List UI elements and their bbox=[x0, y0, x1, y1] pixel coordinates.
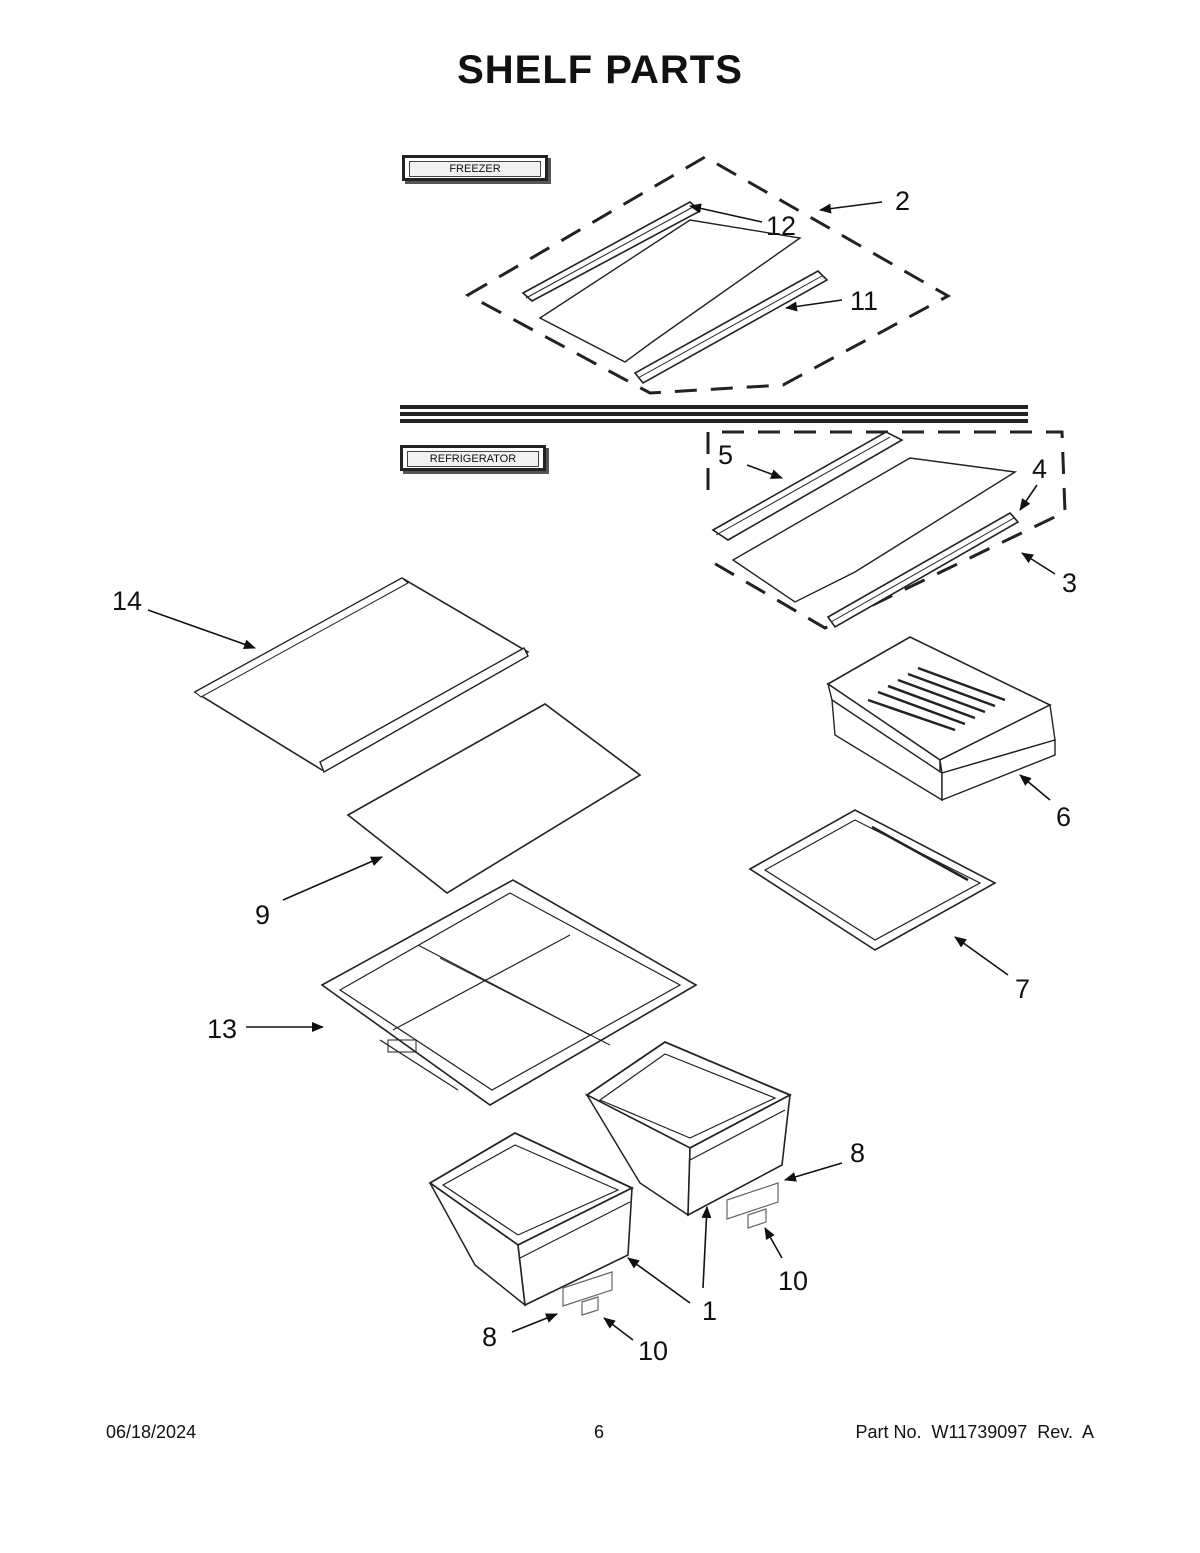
refrigerator-label: REFRIGERATOR bbox=[400, 445, 546, 471]
callout-11: 11 bbox=[850, 286, 878, 316]
callout-leaders bbox=[147, 201, 1056, 1341]
callout-7: 7 bbox=[1015, 974, 1030, 1004]
freezer-label: FREEZER bbox=[402, 155, 548, 181]
refrigerator-label-text: REFRIGERATOR bbox=[407, 451, 539, 467]
freezer-refrigerator-divider bbox=[400, 405, 1028, 423]
glass-shelf-with-trim bbox=[193, 577, 530, 774]
shelf-frame bbox=[320, 879, 698, 1106]
deli-pan-cover bbox=[748, 809, 997, 951]
callout-10-left: 10 bbox=[638, 1336, 668, 1366]
callout-6: 6 bbox=[1056, 802, 1071, 832]
humidity-control-left bbox=[562, 1271, 613, 1316]
glass-shelf-insert bbox=[346, 703, 642, 894]
callout-9: 9 bbox=[255, 900, 270, 930]
callout-4: 4 bbox=[1032, 454, 1047, 484]
footer-part-number: Part No. W11739097 Rev. A bbox=[855, 1422, 1094, 1442]
freezer-label-text: FREEZER bbox=[409, 161, 541, 177]
page-title: SHELF PARTS bbox=[457, 48, 743, 92]
freezer-shelf-assembly bbox=[464, 155, 952, 395]
humidity-control-right bbox=[726, 1182, 779, 1229]
callout-10-right: 10 bbox=[778, 1266, 808, 1296]
footer-page-number: 6 bbox=[594, 1422, 605, 1442]
callout-1-right: 1 bbox=[702, 1296, 717, 1326]
callout-8-right: 8 bbox=[850, 1138, 865, 1168]
callout-numbers: 1 1 2 3 4 5 6 7 8 8 9 10 10 11 12 13 14 bbox=[112, 186, 1077, 1366]
callout-8-left: 8 bbox=[482, 1322, 497, 1352]
callout-14: 14 bbox=[112, 586, 142, 616]
footer-date: 06/18/2024 bbox=[106, 1422, 197, 1442]
callout-12: 12 bbox=[766, 211, 796, 241]
crisper-drawer-right bbox=[584, 1040, 793, 1217]
crisper-drawer-left bbox=[428, 1131, 635, 1307]
callout-5: 5 bbox=[718, 440, 733, 470]
deli-pan bbox=[826, 636, 1056, 802]
callout-2: 2 bbox=[895, 186, 910, 216]
callout-13: 13 bbox=[207, 1014, 237, 1044]
refrigerator-top-shelf-assembly bbox=[706, 430, 1067, 630]
callout-3: 3 bbox=[1062, 568, 1077, 598]
